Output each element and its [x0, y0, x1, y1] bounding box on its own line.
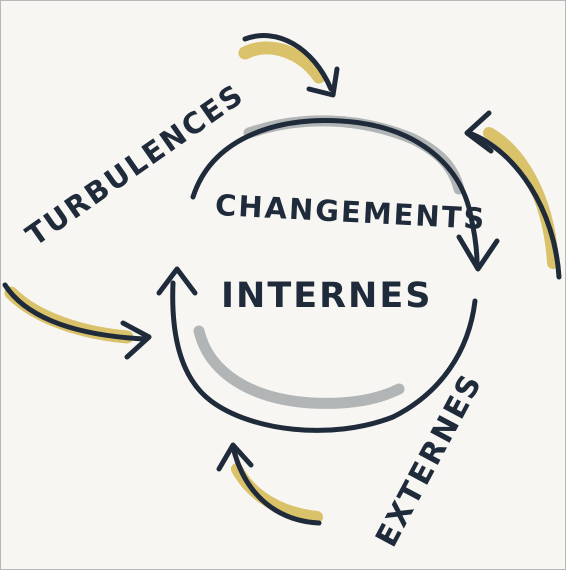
outer-top-yellow-highlight [238, 41, 326, 84]
outer-left-yellow-highlight [4, 286, 134, 344]
outer-label-turbulences: TURBULENCES [20, 77, 251, 253]
inner-bottom-grey-highlight [193, 325, 405, 409]
outer-left-arrowhead [120, 320, 152, 360]
outer-bottom-arrowhead [216, 442, 254, 472]
outer-bottom-arrow [230, 444, 322, 526]
center-label-changements: CHANGEMENTS [214, 188, 487, 236]
inner-bottom-arc [170, 280, 478, 433]
outer-top-arrow [242, 33, 334, 92]
outer-left-arrow [2, 282, 148, 342]
outer-right-arrow [466, 130, 562, 280]
inner-top-arrowhead [456, 234, 500, 272]
inner-top-grey-highlight [243, 115, 465, 195]
inner-top-arc [190, 118, 480, 266]
outer-right-yellow-highlight [483, 127, 559, 269]
outer-right-arrowhead [464, 110, 494, 154]
center-label-internes: INTERNES [221, 276, 432, 316]
inner-bottom-arrowhead [156, 266, 198, 296]
outer-top-arrowhead [306, 66, 340, 98]
